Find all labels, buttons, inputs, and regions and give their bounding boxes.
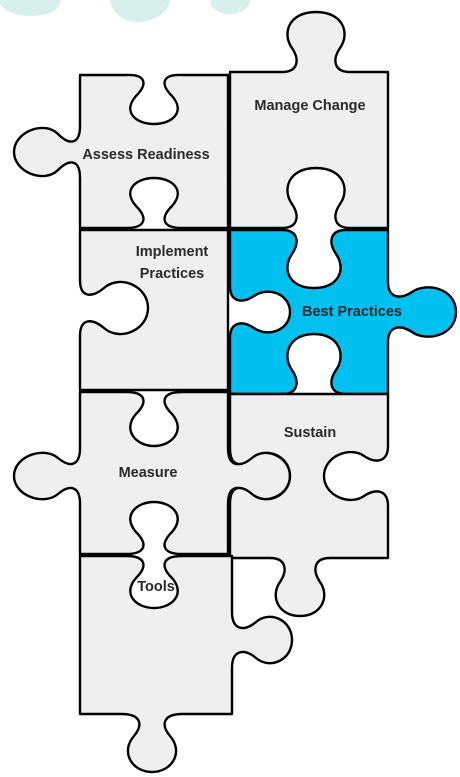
piece-shape — [228, 228, 458, 396]
piece-measure[interactable]: Measure — [12, 390, 292, 556]
piece-label: Measure — [119, 465, 178, 481]
piece-sustain[interactable]: Sustain — [228, 392, 390, 618]
piece-label: Sustain — [284, 425, 336, 441]
piece-shape — [12, 73, 230, 230]
piece-label: Assess Readiness — [82, 147, 209, 163]
piece-shape — [228, 10, 390, 230]
piece-shape — [78, 554, 294, 774]
piece-label: Implement — [136, 244, 209, 260]
piece-shape — [78, 228, 230, 392]
piece-shape — [228, 392, 390, 618]
piece-label: Practices — [140, 266, 205, 282]
piece-assess-readiness[interactable]: Assess Readiness — [12, 73, 230, 230]
piece-shape — [12, 390, 292, 556]
piece-label: Manage Change — [254, 98, 365, 114]
watermark-decoration — [0, 0, 250, 22]
piece-label: Best Practices — [302, 304, 402, 320]
piece-manage-change[interactable]: Manage Change — [228, 10, 390, 230]
piece-label: Tools — [137, 579, 175, 595]
piece-tools[interactable]: Tools — [78, 554, 294, 774]
piece-best-practices[interactable]: Best Practices — [228, 228, 458, 396]
piece-implement-practices[interactable]: Implement Practices — [78, 228, 230, 392]
